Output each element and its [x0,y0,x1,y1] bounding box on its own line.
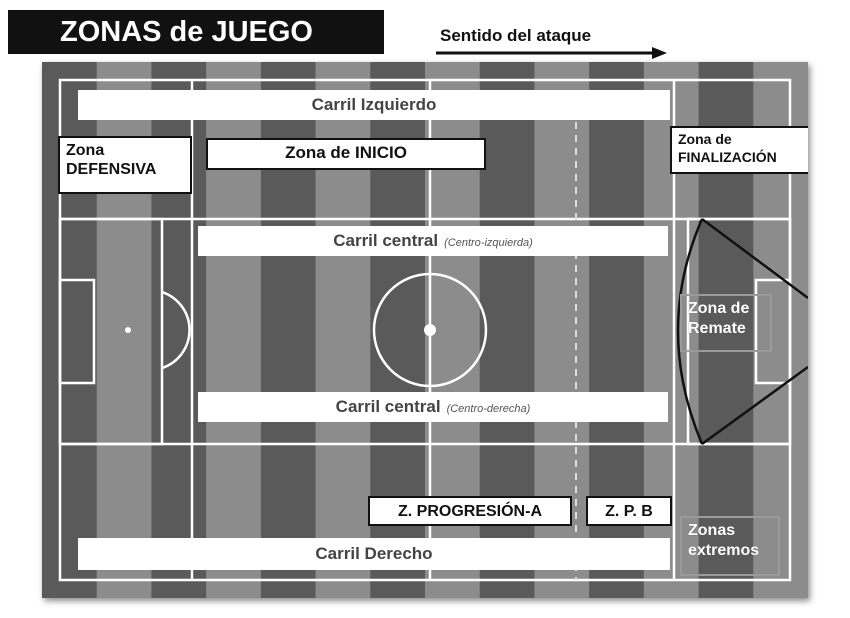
shooting-zone-arc [676,218,704,445]
center-left-lane-label: Carril central (Centro-izquierda) [198,226,668,256]
progression-a-zone-label: Z. PROGRESIÓN-A [368,496,572,526]
progression-b-zone-label: Z. P. B [586,496,672,526]
center-left-lane-note: (Centro-izquierda) [444,237,533,249]
center-right-lane-name: Carril central [335,397,441,416]
center-spot [424,324,436,336]
start-zone-label: Zona de INICIO [206,138,486,170]
center-right-lane-note: (Centro-derecha) [446,403,531,415]
wings-zone-label: Zonas extremos [680,516,780,576]
shooting-zone-top-line [701,217,808,300]
page-title: ZONAS de JUEGO [8,10,384,54]
shooting-zone-bottom-line [701,365,808,446]
defensive-zone-label: Zona DEFENSIVA [58,136,192,194]
center-right-lane-label: Carril central (Centro-derecha) [198,392,668,422]
center-left-lane-name: Carril central [333,231,439,250]
left-lane-label: Carril Izquierdo [78,90,670,120]
football-pitch: Carril Izquierdo Carril central (Centro-i… [42,62,808,598]
attack-arrow-icon [436,47,667,59]
shooting-zone-label: Zona de Remate [680,294,772,352]
right-lane-label: Carril Derecho [78,538,670,570]
penalty-spot-left [125,327,131,333]
attack-direction-label: Sentido del ataque [440,26,592,45]
finish-zone-label: Zona de FINALIZACIÓN [670,126,808,174]
